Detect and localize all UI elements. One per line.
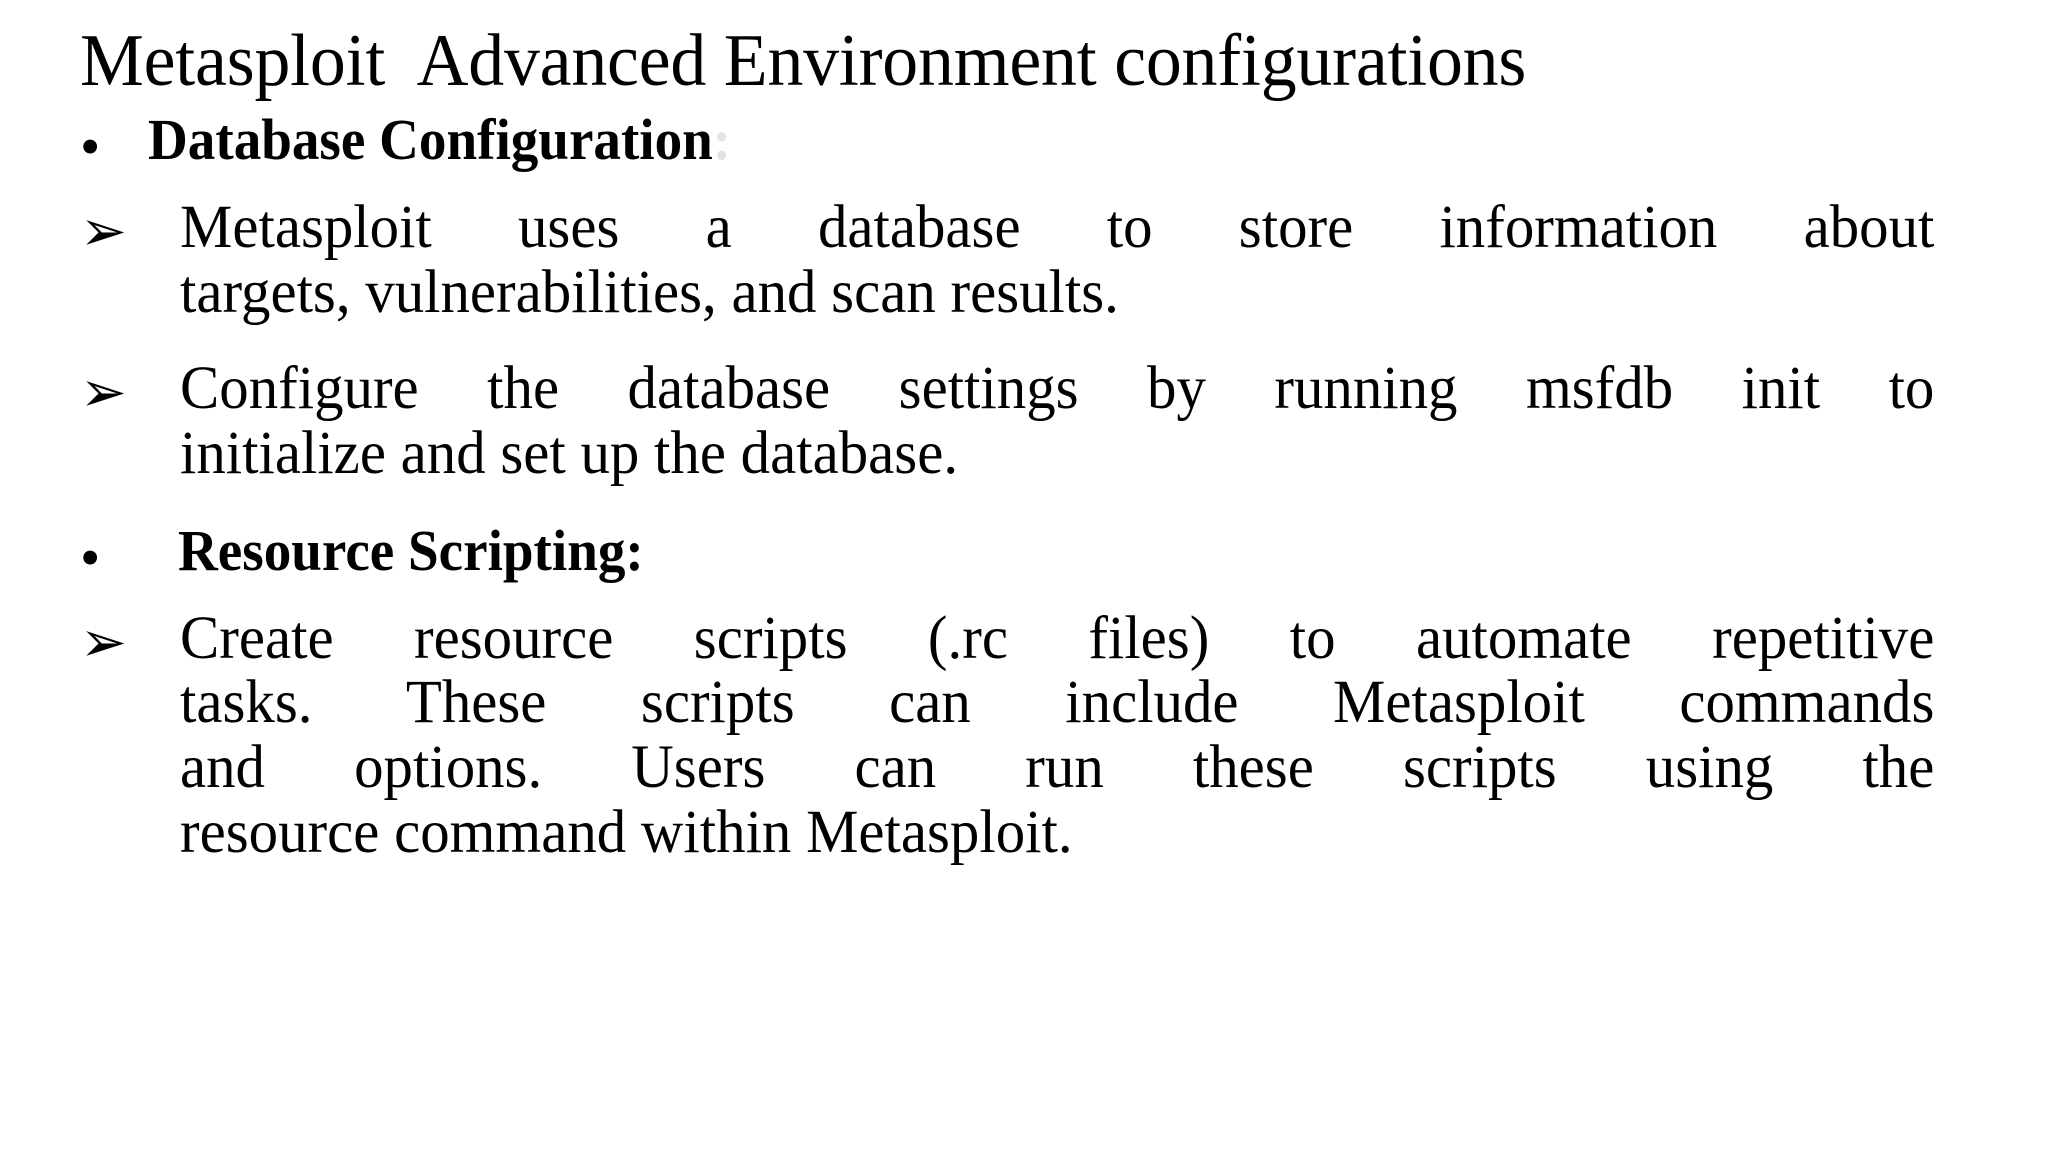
round-bullet-icon: • [80, 114, 101, 179]
paragraph-line: initialize and set up the database. [180, 419, 959, 487]
paragraph-line: targets, vulnerabilities, and scan resul… [180, 258, 1119, 326]
list-item-resource-scripting: • Resource Scripting: [80, 517, 1998, 590]
paragraph-line: Metasploit uses a database to store info… [180, 194, 1935, 261]
page-title: Metasploit Advanced Environment configur… [80, 20, 1527, 102]
heading-database-configuration: Database Configuration: [148, 107, 1906, 173]
spacer [80, 493, 1998, 519]
paragraph-line: Create resource scripts (.rc files) to a… [180, 604, 1935, 672]
list-item-msfdb-init: ➢ Configure the database settings by run… [80, 357, 1998, 486]
spacer [80, 331, 1998, 357]
list-item-resource-scripts: ➢ Create resource scripts (.rc files) to… [80, 604, 1998, 866]
list-item-database-configuration: • Database Configuration: [80, 107, 1998, 179]
paragraph-line: resource command within Metasploit. [180, 798, 1073, 866]
heading-resource-scripting: Resource Scripting: [178, 517, 1907, 584]
arrow-bullet-icon: ➢ [80, 611, 127, 674]
list-item-database-paragraph: ➢ Metasploit uses a database to store in… [80, 194, 1998, 326]
heading-resource-scripting-label: Resource Scripting: [178, 517, 644, 583]
paragraph-line: and options. Users can run these scripts… [180, 733, 1935, 801]
slide-body: • Database Configuration: ➢ Metasploit u… [80, 107, 1998, 871]
paragraph-msfdb-init: Configure the database settings by runni… [180, 357, 1934, 486]
arrow-bullet-icon: ➢ [80, 362, 127, 425]
paragraph-line: Configure the database settings by runni… [180, 355, 1935, 423]
arrow-bullet-icon: ➢ [80, 201, 127, 263]
round-bullet-icon: • [80, 524, 101, 590]
paragraph-database-storage: Metasploit uses a database to store info… [180, 194, 1935, 326]
heading-database-configuration-label: Database Configuration [148, 107, 713, 172]
paragraph-line: tasks. These scripts can include Metaspl… [180, 669, 1935, 737]
paragraph-resource-scripts: Create resource scripts (.rc files) to a… [180, 604, 1935, 866]
heading-database-configuration-colon: : [712, 107, 732, 172]
